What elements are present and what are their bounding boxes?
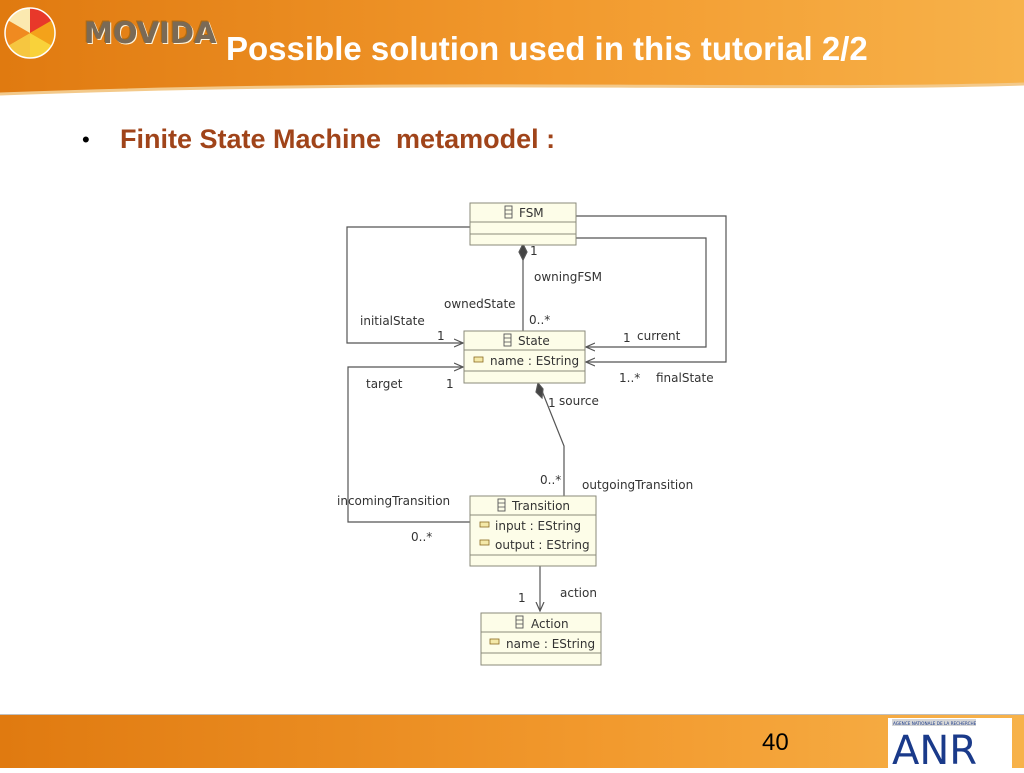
header-background <box>0 0 1024 96</box>
class-name-fsm: FSM <box>519 206 544 220</box>
transition-attribute-output: output : EString <box>495 538 590 552</box>
label-initial-state-multiplicity: 1 <box>437 329 445 343</box>
label-final-state: finalState <box>656 371 714 385</box>
anr-caption: AGENCE NATIONALE DE LA RECHERCHE <box>893 721 977 726</box>
transition-attribute-input: input : EString <box>495 519 581 533</box>
label-current-multiplicity: 1 <box>623 331 631 345</box>
bullet-item: • Finite State Machine metamodel : <box>82 124 555 155</box>
label-current: current <box>637 329 681 343</box>
label-owned-state-multiplicity: 0..* <box>529 313 550 327</box>
anr-logo-text: ANR <box>892 728 977 768</box>
bullet-marker: • <box>82 126 90 152</box>
label-fsm-multiplicity: 1 <box>530 244 538 258</box>
composition-diamond-state <box>535 381 544 400</box>
bullet-text: Finite State Machine metamodel : <box>120 124 556 154</box>
anr-logo: AGENCE NATIONALE DE LA RECHERCHE ANR <box>888 718 1012 768</box>
movida-logo-text: MOVIDA <box>84 16 217 50</box>
slide-header: MOVIDA Possible solution used in this tu… <box>0 0 1024 98</box>
current-link <box>576 237 707 347</box>
slide-title: Possible solution used in this tutorial … <box>226 30 868 67</box>
label-owned-state: ownedState <box>444 297 516 311</box>
attribute-icon <box>479 521 490 528</box>
label-outgoing-transition: outgoingTransition <box>582 478 693 492</box>
class-fsm: FSM <box>469 202 577 246</box>
class-name-transition: Transition <box>511 499 570 513</box>
class-action: Action name : EString <box>480 612 602 666</box>
label-action-multiplicity: 1 <box>518 591 526 605</box>
state-attribute-name: name : EString <box>490 354 579 368</box>
page-number: 40 <box>762 729 789 756</box>
attribute-icon <box>473 356 484 363</box>
class-icon <box>504 205 513 219</box>
attribute-icon <box>479 539 490 546</box>
label-initial-state: initialState <box>360 314 425 328</box>
class-name-state: State <box>518 334 550 348</box>
source-link <box>539 385 565 496</box>
class-icon <box>497 498 506 512</box>
attribute-icon <box>489 638 500 645</box>
action-attribute-name: name : EString <box>506 637 595 651</box>
class-transition: Transition input : EString output : EStr… <box>469 495 597 567</box>
slide-footer <box>0 714 1024 768</box>
label-incoming-transition: incomingTransition <box>337 494 450 508</box>
class-name-action: Action <box>531 617 569 631</box>
label-incoming-multiplicity: 0..* <box>411 530 432 544</box>
target-link <box>347 367 470 523</box>
composition-diamond-fsm <box>518 242 528 262</box>
class-icon <box>503 333 512 347</box>
label-target-multiplicity: 1 <box>446 377 454 391</box>
label-final-state-multiplicity: 1..* <box>619 371 640 385</box>
class-state: State name : EString <box>463 330 586 384</box>
diagram-connectors <box>346 215 727 611</box>
association-labels: 1 owningFSM ownedState 0..* initialState… <box>337 244 714 605</box>
label-action: action <box>560 586 597 600</box>
label-target: target <box>366 377 403 391</box>
class-icon <box>515 615 524 629</box>
label-source-multiplicity: 1 <box>548 396 556 410</box>
movida-logo-icon <box>4 7 56 59</box>
label-source: source <box>559 394 599 408</box>
final-state-link <box>576 215 727 362</box>
label-outgoing-multiplicity: 0..* <box>540 473 561 487</box>
initial-state-link <box>346 226 470 343</box>
anr-caption-band <box>892 719 976 726</box>
footer-background <box>0 714 1024 768</box>
label-owning-fsm: owningFSM <box>534 270 602 284</box>
